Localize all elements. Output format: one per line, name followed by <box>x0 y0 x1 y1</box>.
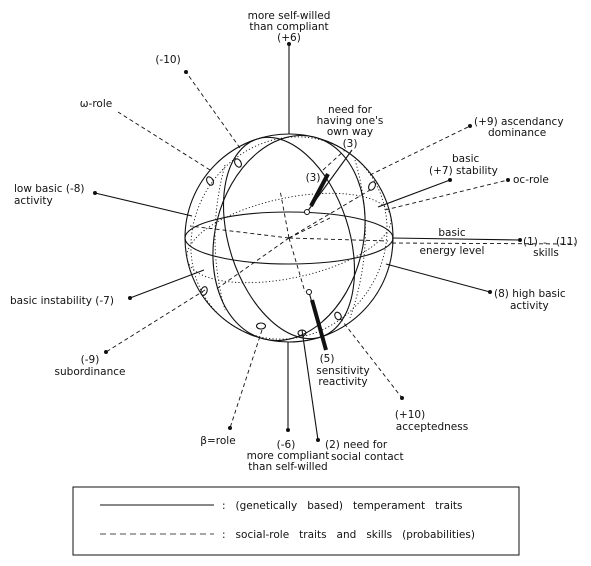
label-own-way-3: own way <box>327 126 373 138</box>
axis-high-activity <box>385 263 491 293</box>
label-self-willed-3: (+6) <box>277 32 301 44</box>
label-skills: skills <box>533 247 559 259</box>
axis-need-own-way-leader <box>322 149 346 171</box>
label-social-contact-2: social contact <box>331 451 404 463</box>
label-inner-5: (5) <box>320 353 335 365</box>
label-stability-2: (+7) stability <box>429 165 498 177</box>
label-ascendancy-2: dominance <box>488 127 546 139</box>
label-own-way-2: having one's <box>317 115 384 127</box>
axis-low-activity <box>94 192 193 217</box>
label-skills-end: (11) <box>556 236 578 248</box>
label-compliant-1: (-6) <box>277 439 296 451</box>
label-basic: basic <box>438 227 465 239</box>
label-high-activity-2: activity <box>510 300 549 312</box>
label-energy-level: energy level <box>420 245 485 257</box>
label-social-contact-1: (2) need for <box>325 439 388 451</box>
axis-instability <box>129 269 205 299</box>
label-subordinance-2: subordinance <box>55 366 126 378</box>
internal-axes <box>189 189 389 293</box>
label-own-way-4: (3) <box>343 138 358 150</box>
axis-stability <box>377 179 451 208</box>
label-skills-start: (1) <box>523 236 538 248</box>
label-skills-dash: - <box>543 237 547 249</box>
temperament-axes <box>93 42 522 442</box>
axis-oc-role <box>384 179 509 211</box>
label-sensitivity-1: sensitivity <box>316 365 369 377</box>
axis-beta-role <box>229 329 263 429</box>
label-acceptedness-2: acceptedness <box>396 421 468 433</box>
label-subordinance-1: (-9) <box>81 354 100 366</box>
hidden-arc-left <box>214 164 226 311</box>
surface-markers <box>200 158 376 337</box>
label-acceptedness-1: (+10) <box>395 409 425 421</box>
label-low-activity-2: activity <box>14 195 53 207</box>
legend-solid-text: : (genetically based) temperament traits <box>222 500 463 512</box>
label-high-activity-1: (8) high basic <box>494 288 566 300</box>
label-omega-role: ω-role <box>80 98 112 110</box>
axis-skills <box>391 242 576 245</box>
label-oc-role: oc-role <box>513 174 549 186</box>
hidden-circle-1 <box>186 192 392 284</box>
axis-own-way-thick <box>309 173 330 207</box>
label-beta-role: β=role <box>200 435 235 447</box>
axis-energy-level <box>391 237 521 241</box>
hidden-circle-2 <box>190 136 388 340</box>
legend-dashed-text: : social-role traits and skills (probabi… <box>222 529 475 541</box>
axis-ascendancy <box>369 125 471 176</box>
axis-social-contact <box>301 329 319 441</box>
axis-acceptedness <box>339 317 403 399</box>
legend-box <box>72 486 520 556</box>
label-compliant-3: than self-willed <box>248 461 327 473</box>
label-low-activity-1: low basic (-8) <box>14 183 85 195</box>
label-ascendancy-1: (+9) ascendancy <box>474 116 564 128</box>
label-stability-1: basic <box>452 153 479 165</box>
axis-omega-role <box>117 111 211 171</box>
label-sensitivity-2: reactivity <box>318 376 367 388</box>
label-inner-3: (3) <box>306 172 321 184</box>
label-minus10: (-10) <box>155 54 180 66</box>
axis-subordinance <box>105 289 206 353</box>
label-compliant-2: more compliant <box>247 450 330 462</box>
label-self-willed-1: more self-willed <box>248 10 331 22</box>
meridian-left <box>212 134 366 342</box>
label-self-willed-2: than compliant <box>249 21 328 33</box>
label-instability: basic instability (-7) <box>10 295 114 307</box>
axis-minus10 <box>185 71 241 149</box>
social-role-axes <box>104 70 576 430</box>
labels: more self-willed than compliant (+6) (-1… <box>10 10 578 473</box>
label-own-way-1: need for <box>328 104 373 116</box>
legend: : (genetically based) temperament traits… <box>72 486 520 556</box>
axis-sensitivity-thick <box>310 299 328 351</box>
